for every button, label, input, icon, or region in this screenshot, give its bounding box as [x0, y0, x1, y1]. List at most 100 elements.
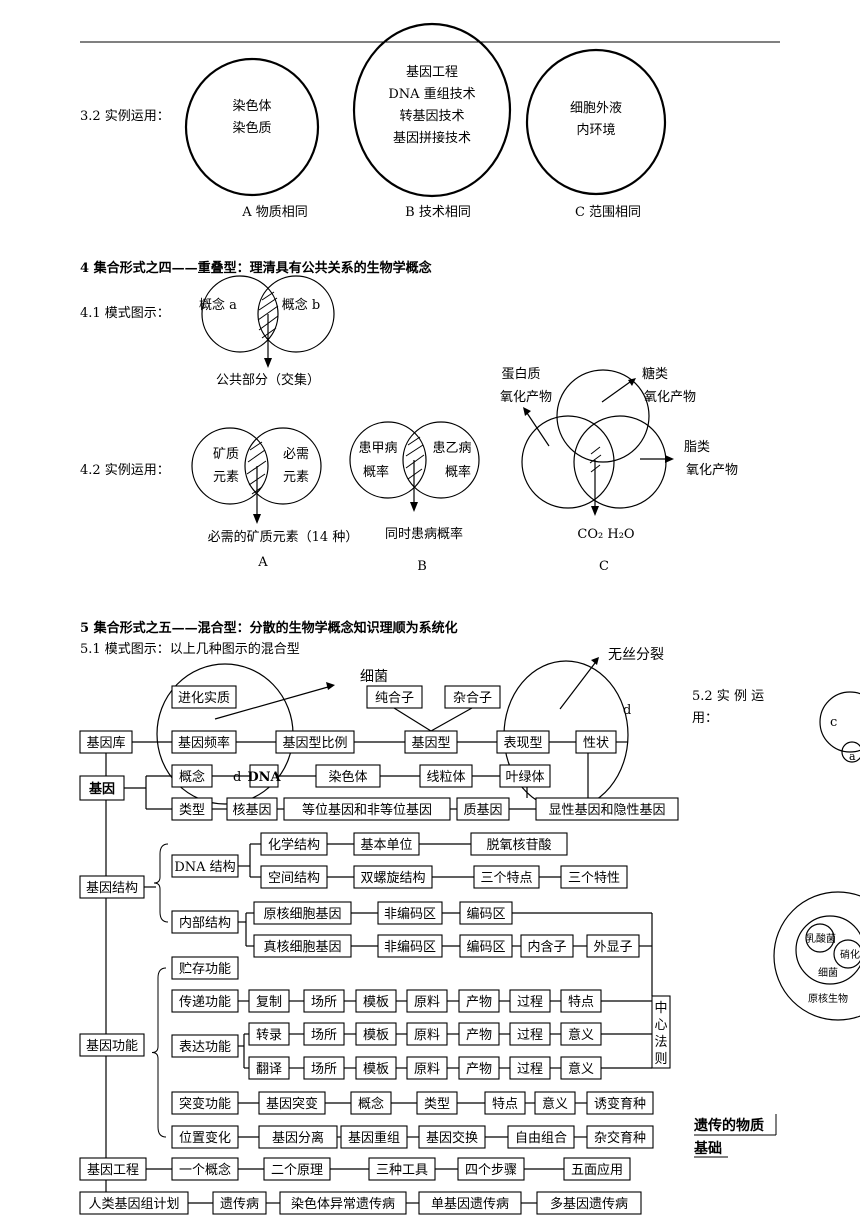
concept-box: 染色体异常遗传病: [279, 1191, 407, 1215]
concept-box: 过程: [509, 1022, 551, 1046]
concept-box-label: 转录: [256, 1028, 282, 1043]
concept-box-label: 二个原理: [271, 1163, 323, 1178]
concept-box: 过程: [509, 1056, 551, 1080]
concept-box: 自由组合: [507, 1125, 575, 1149]
concept-box-label: 编码区: [466, 907, 505, 922]
concept-box: 位置变化: [171, 1125, 239, 1149]
concept-box: 产物: [458, 1056, 500, 1080]
s32-a-line: 染色体: [232, 98, 271, 114]
s32-b-line: 转基因技术: [399, 109, 464, 124]
c-fat: 脂类: [684, 440, 710, 455]
concept-box-label: 外显子: [593, 940, 632, 955]
section-3-2: 3.2 实例运用： 染色体 染色质 基因工程 DNA 重组技术 转基因技术 基因…: [80, 22, 667, 220]
concept-box: 显性基因和隐性基因: [535, 797, 679, 821]
concept-box: 场所: [303, 1022, 345, 1046]
concept-box: 性状: [575, 730, 617, 754]
concept-box-label: 基因突变: [266, 1096, 318, 1112]
concept-box-label: 杂交育种: [594, 1130, 646, 1146]
concept-box: 意义: [534, 1091, 576, 1115]
concept-box-label: 基本单位: [360, 838, 412, 853]
concept-box-label: 意义: [568, 1061, 594, 1077]
concept-box-label: 线粒体: [426, 770, 465, 785]
concept-box: 基因突变: [258, 1091, 326, 1115]
concept-box: 叶绿体: [499, 764, 551, 788]
a-left: 元素: [213, 470, 239, 485]
concept-box-label: 基因库: [86, 735, 125, 751]
concept-box: 产物: [458, 1022, 500, 1046]
side-title-line: 遗传的物质: [693, 1117, 764, 1134]
concept-box-label: 脱氧核苷酸: [486, 838, 551, 853]
section-4-2: 4.2 实例运用： 矿质 元素 必需 元素 必需的矿质元素（14 种） A 患甲…: [80, 366, 738, 574]
concept-box-label: 过程: [517, 1062, 543, 1077]
concept-box: 原料: [406, 989, 448, 1013]
concept-box: 诱变育种: [586, 1091, 654, 1115]
concept-box-label: 场所: [311, 1028, 337, 1043]
concept-box-label: 基因频率: [178, 735, 230, 751]
s52-label: 5.2 实 例 运: [692, 689, 764, 704]
side-ru: 乳酸菌: [806, 932, 836, 945]
concept-box: 内含子: [520, 934, 574, 958]
concept-box-label: 类型: [424, 1097, 450, 1112]
concept-box: 原料: [406, 1022, 448, 1046]
concept-box-label: 四个步骤: [465, 1163, 517, 1178]
s52-label: 用：: [692, 711, 718, 726]
b-hatch: [405, 436, 425, 480]
concept-box: 基因型比例: [275, 730, 355, 754]
side-c-label: c: [830, 715, 837, 730]
concept-box-label: 产物: [466, 1062, 492, 1077]
concept-box: 质基因: [456, 797, 510, 821]
concept-box-label: 性状: [583, 736, 609, 751]
concept-box-label: 纯合子: [375, 691, 414, 706]
section-5-heading: 5 集合形式之五——混合型：分散的生物学概念知识理顺为系统化: [80, 620, 458, 636]
concept-box: 贮存功能: [171, 956, 239, 980]
concept-box: DNA: [247, 764, 282, 788]
s32-a-line: 染色质: [232, 120, 271, 136]
concept-box: 概念: [171, 764, 213, 788]
concept-box: 单基因遗传病: [418, 1191, 522, 1215]
b-letter: B: [417, 559, 427, 574]
concept-box: 三个特点: [473, 865, 540, 889]
xijun-label: 细菌: [360, 669, 388, 685]
concept-box-label: 特点: [568, 995, 594, 1010]
concept-box-label: 三个特点: [480, 871, 532, 886]
concept-box: 场所: [303, 1056, 345, 1080]
concept-box: 遗传病: [212, 1191, 267, 1215]
concept-box: 线粒体: [419, 764, 473, 788]
a-caption: 必需的矿质元素（14 种）: [208, 529, 359, 545]
concept-box-label: 突变功能: [179, 1096, 231, 1112]
wusi-label: 无丝分裂: [608, 647, 664, 663]
concept-box-label: 一个概念: [179, 1162, 231, 1178]
concept-box-label: 基因工程: [87, 1163, 139, 1178]
concept-box: 非编码区: [377, 901, 443, 925]
concept-box-label: 五面应用: [571, 1162, 623, 1178]
b-left: 概率: [363, 464, 389, 480]
central-dogma-char: 则: [654, 1052, 667, 1067]
concept-box-label: 模板: [363, 1028, 389, 1043]
concept-box-label: 三个特性: [568, 871, 620, 886]
concept-box: 空间结构: [260, 865, 328, 889]
concept-box: 二个原理: [263, 1157, 331, 1181]
concept-box: 产物: [458, 989, 500, 1013]
s32-b-caption: B 技术相同: [405, 205, 471, 220]
side-yuanhe: 原核生物: [808, 992, 848, 1005]
c-fat: 氧化产物: [686, 463, 738, 478]
concept-box-label: 传递功能: [179, 995, 231, 1010]
concept-box: 五面应用: [563, 1157, 631, 1181]
concept-box-label: 基因结构: [86, 881, 138, 896]
concept-box-label: 产物: [466, 1028, 492, 1043]
concept-box-label: 表现型: [503, 736, 542, 751]
concept-box-label: 核基因: [232, 803, 271, 818]
concept-box-label: 遗传病: [220, 1197, 259, 1212]
concept-box: 等位基因和非等位基因: [283, 797, 451, 821]
side-xijun: 细菌: [818, 966, 838, 979]
concept-box-label: 真核细胞基因: [263, 940, 341, 955]
concept-box-label: 编码区: [466, 940, 505, 955]
concept-box: 基因功能: [79, 1033, 145, 1057]
concept-box: 基因频率: [171, 730, 237, 754]
concept-box-label: 空间结构: [268, 871, 320, 886]
concept-box: 特点: [484, 1091, 526, 1115]
concept-box-label: 过程: [517, 1028, 543, 1043]
c-protein: 蛋白质: [501, 366, 540, 382]
s32-c-line: 内环境: [576, 122, 615, 138]
